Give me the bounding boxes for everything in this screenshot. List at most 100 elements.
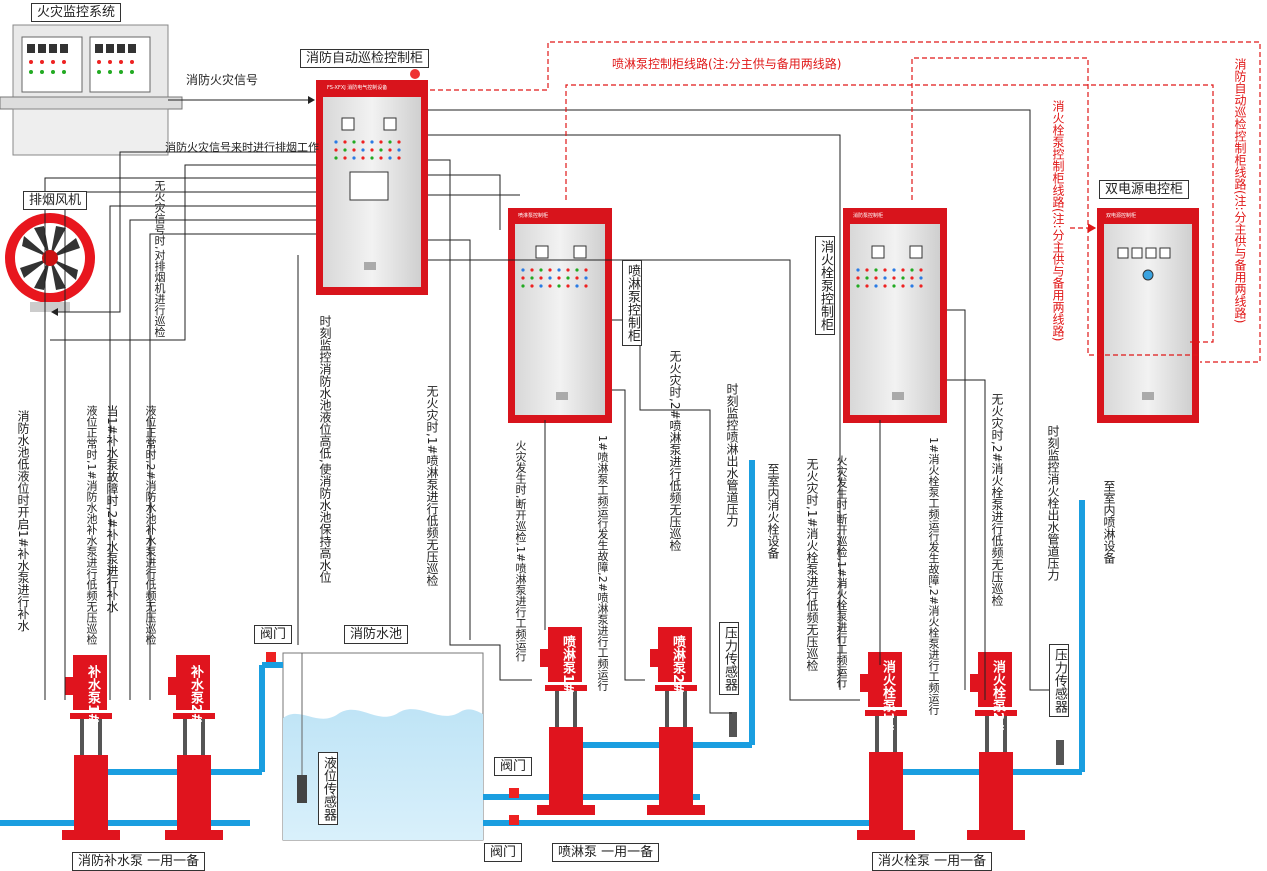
pump-hydrant-1-motor — [868, 652, 902, 707]
cabinet-led — [584, 284, 588, 288]
note-no-fire-fan: 无火灾信号时,对排烟机进行巡检 — [153, 180, 166, 338]
cabinet-led — [883, 284, 887, 288]
pump-hydrant-2-label: 消火栓泵2# — [990, 660, 1005, 732]
note-no-fire-sprinkler1: 无火灾时,1#喷淋泵进行低频无压巡检 — [425, 385, 439, 587]
cabinet-led — [530, 268, 534, 272]
smoke-fan-icon — [5, 213, 95, 312]
cabinet-led — [557, 276, 561, 280]
cabinet-led — [334, 156, 338, 160]
cabinet-title-hydrant: 消防泵控制柜 — [853, 213, 884, 219]
cabinet-led — [343, 140, 347, 144]
cabinet-led — [901, 284, 905, 288]
note-monitor-hydrant-pressure: 时刻监控消火栓出水管道压力 — [1046, 425, 1060, 581]
cabinet-led — [370, 140, 374, 144]
cabinet-led — [575, 284, 579, 288]
cabinet-led — [901, 268, 905, 272]
auto-inspection-cabinet — [316, 69, 428, 295]
cabinet-led — [548, 276, 552, 280]
pump-sprinkler-2-motor — [658, 627, 692, 682]
cabinet-led — [856, 276, 860, 280]
note-fire-sprinkler: 火灾发生时,断开巡检,1#喷淋泵进行工频运行 — [514, 440, 527, 662]
sprinkler-cabinet — [508, 208, 612, 423]
cabinet-title-auto: FS-XFXJ 消防电气控制设备 — [327, 85, 388, 91]
cabinet-led — [530, 284, 534, 288]
fire-pool — [282, 652, 484, 841]
cabinet-led — [892, 276, 896, 280]
cabinet-led — [521, 284, 525, 288]
note-no-fire-hydrant2: 无火灾时,2#消火栓泵进行低频无压巡检 — [990, 393, 1004, 607]
cabinet-led — [901, 276, 905, 280]
cabinet-led — [548, 284, 552, 288]
cabinet-title-dual: 双电源控制柜 — [1106, 213, 1137, 219]
note-sprinkler-fault: 1#喷淋泵工频运行发生故障,2#喷淋泵进行工频运行 — [596, 435, 609, 691]
pump-sprinkler-2-body — [659, 727, 693, 807]
pump-hydrant-1-body — [869, 752, 903, 832]
cabinet-led — [334, 148, 338, 152]
cabinet-led — [388, 156, 392, 160]
sprinkler-pump-group-label: 喷淋泵 一用一备 — [552, 843, 660, 862]
note-hydrant-fault: 1#消火栓泵工频运行发生故障,2#消火栓泵进行工频运行 — [927, 437, 940, 715]
dual-power-cabinet-label: 双电源电控柜 — [1099, 180, 1190, 199]
note-monitor-sprinkler-pressure: 时刻监控喷淋出水管道压力 — [725, 383, 739, 527]
cabinet-led — [379, 156, 383, 160]
cabinet-led — [361, 156, 365, 160]
sprinkler-cabinet-label: 喷淋泵控制柜 — [622, 260, 642, 346]
cabinet-led — [910, 276, 914, 280]
fire-signal-label: 消防火灾信号 — [186, 73, 259, 87]
pump-makeup-1-icon — [62, 655, 120, 840]
cabinet-led — [397, 156, 401, 160]
note-no-fire-hydrant1: 无火灾时,1#消火栓泵进行低频无压巡检 — [805, 458, 819, 672]
pump-sprinkler-1-label: 喷淋泵1# — [560, 635, 575, 694]
cabinet-led — [334, 140, 338, 144]
pump-sprinkler-1-body — [549, 727, 583, 807]
cabinet-led — [892, 268, 896, 272]
cabinet-led — [919, 268, 923, 272]
note-fire-hydrant: 火灾发生时,断开巡检,1#消火栓泵进行工频运行 — [835, 455, 848, 688]
cabinet-led — [566, 276, 570, 280]
pump-hydrant-2-icon — [967, 652, 1025, 840]
pump-makeup-1-body — [74, 755, 108, 832]
cabinet-led — [856, 284, 860, 288]
cabinet-led — [856, 268, 860, 272]
cabinet-led — [379, 148, 383, 152]
fire-monitor-system-label: 火灾监控系统 — [31, 3, 122, 22]
control-dashed-lines — [430, 41, 1261, 363]
cabinet-led — [388, 148, 392, 152]
hydrant-cabinet-label: 消火栓泵控制柜 — [815, 236, 835, 335]
cabinet-led — [584, 268, 588, 272]
pump-sprinkler-1-icon — [537, 627, 595, 815]
valve-top-label: 阀门 — [254, 625, 293, 644]
cabinet-led — [352, 140, 356, 144]
cabinet-led — [883, 276, 887, 280]
pressure-sensor-1-label: 压力传感器 — [719, 622, 739, 695]
cabinet-led — [892, 284, 896, 288]
cabinet-led — [557, 268, 561, 272]
cabinet-led — [584, 276, 588, 280]
signal-lines — [44, 96, 1056, 714]
pump-hydrant-2-body — [979, 752, 1013, 832]
pump-group — [62, 627, 1025, 840]
hydrant-cabinet-line-label: 消火栓泵控制柜线路(注:分主供与备用两线路) — [1051, 100, 1065, 342]
auto-cabinet-line-label: 消防自动巡检控制柜线路(注:分主供与备用两线路) — [1233, 58, 1247, 324]
pump-makeup-2-motor — [176, 655, 210, 710]
cabinet-led — [557, 284, 561, 288]
cabinet-led — [361, 148, 365, 152]
pump-makeup-2-body — [177, 755, 211, 832]
cabinet-led — [575, 276, 579, 280]
cabinet-led — [548, 268, 552, 272]
pump-sprinkler-2-icon — [647, 627, 705, 815]
cabinet-led — [521, 268, 525, 272]
cabinet-led — [352, 156, 356, 160]
cabinet-led — [874, 268, 878, 272]
note-low-level: 消防水池低液位时开启1#补水泵进行补水 — [16, 410, 30, 632]
pool-label: 消防水池 — [344, 625, 409, 644]
makeup-pump-group-label: 消防补水泵 一用一备 — [72, 852, 206, 871]
cabinet-title-sprinkler: 喷淋泵控制柜 — [518, 213, 549, 219]
cabinet-led — [575, 268, 579, 272]
cabinet-led — [397, 140, 401, 144]
note-monitor-pool: 时刻监控消防水池液位高低,使消防水池保持高水位 — [318, 315, 332, 583]
pressure-sensor-icons — [729, 712, 1064, 765]
hydrant-cabinet — [843, 208, 947, 423]
pump-hydrant-2-motor — [978, 652, 1012, 707]
